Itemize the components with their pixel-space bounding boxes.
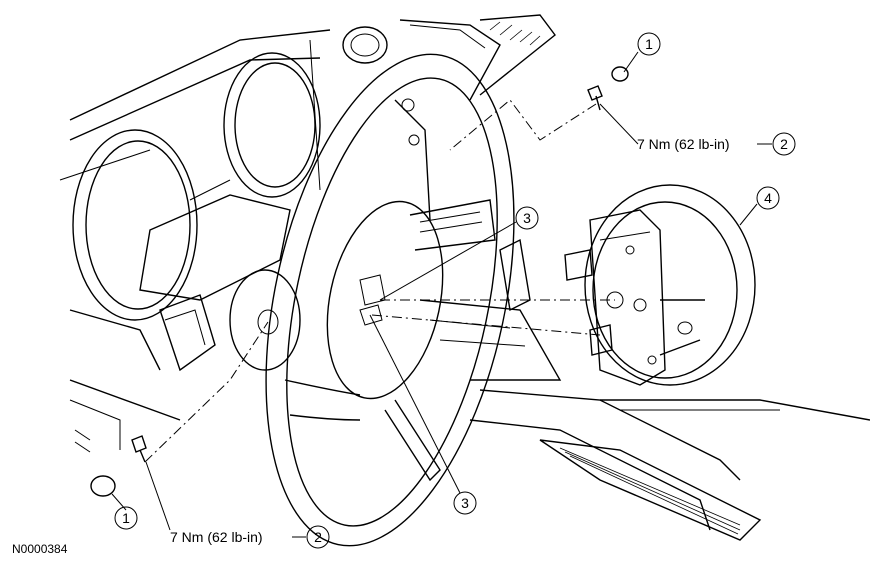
dashboard-outline xyxy=(59,29,331,453)
top-bolt xyxy=(587,85,603,111)
callout-3-upper-number: 3 xyxy=(523,210,531,226)
callout-4: 4 xyxy=(756,186,780,210)
callout-3-lower: 3 xyxy=(453,491,477,515)
instrument-cluster xyxy=(72,39,321,321)
torque-label-bottom: 7 Nm (62 lb-in) xyxy=(170,529,263,545)
leader-lines xyxy=(111,51,772,538)
callout-2-bottom-number: 2 xyxy=(314,529,322,545)
callout-1-bottom: 1 xyxy=(114,506,138,530)
steering-wheel xyxy=(265,53,515,547)
callout-4-number: 4 xyxy=(764,190,772,206)
steering-column-shroud xyxy=(139,194,301,372)
callout-2-top: 2 xyxy=(772,132,796,156)
upper-dash-vents xyxy=(342,14,556,101)
callout-3-upper: 3 xyxy=(515,206,539,230)
callout-1-top: 1 xyxy=(637,32,661,56)
bottom-bolt xyxy=(131,435,147,463)
airbag-module xyxy=(564,184,756,386)
figure-id: N0000384 xyxy=(12,542,68,556)
callout-2-bottom: 2 xyxy=(306,525,330,549)
bottom-cap xyxy=(90,475,116,497)
callout-1-top-number: 1 xyxy=(645,36,653,52)
callout-1-bottom-number: 1 xyxy=(122,510,130,526)
torque-label-top: 7 Nm (62 lb-in) xyxy=(637,136,730,152)
callout-3-lower-number: 3 xyxy=(461,495,469,511)
top-cap xyxy=(611,66,629,82)
center-console xyxy=(419,238,870,541)
alignment-lines xyxy=(144,99,615,463)
callout-2-top-number: 2 xyxy=(780,136,788,152)
